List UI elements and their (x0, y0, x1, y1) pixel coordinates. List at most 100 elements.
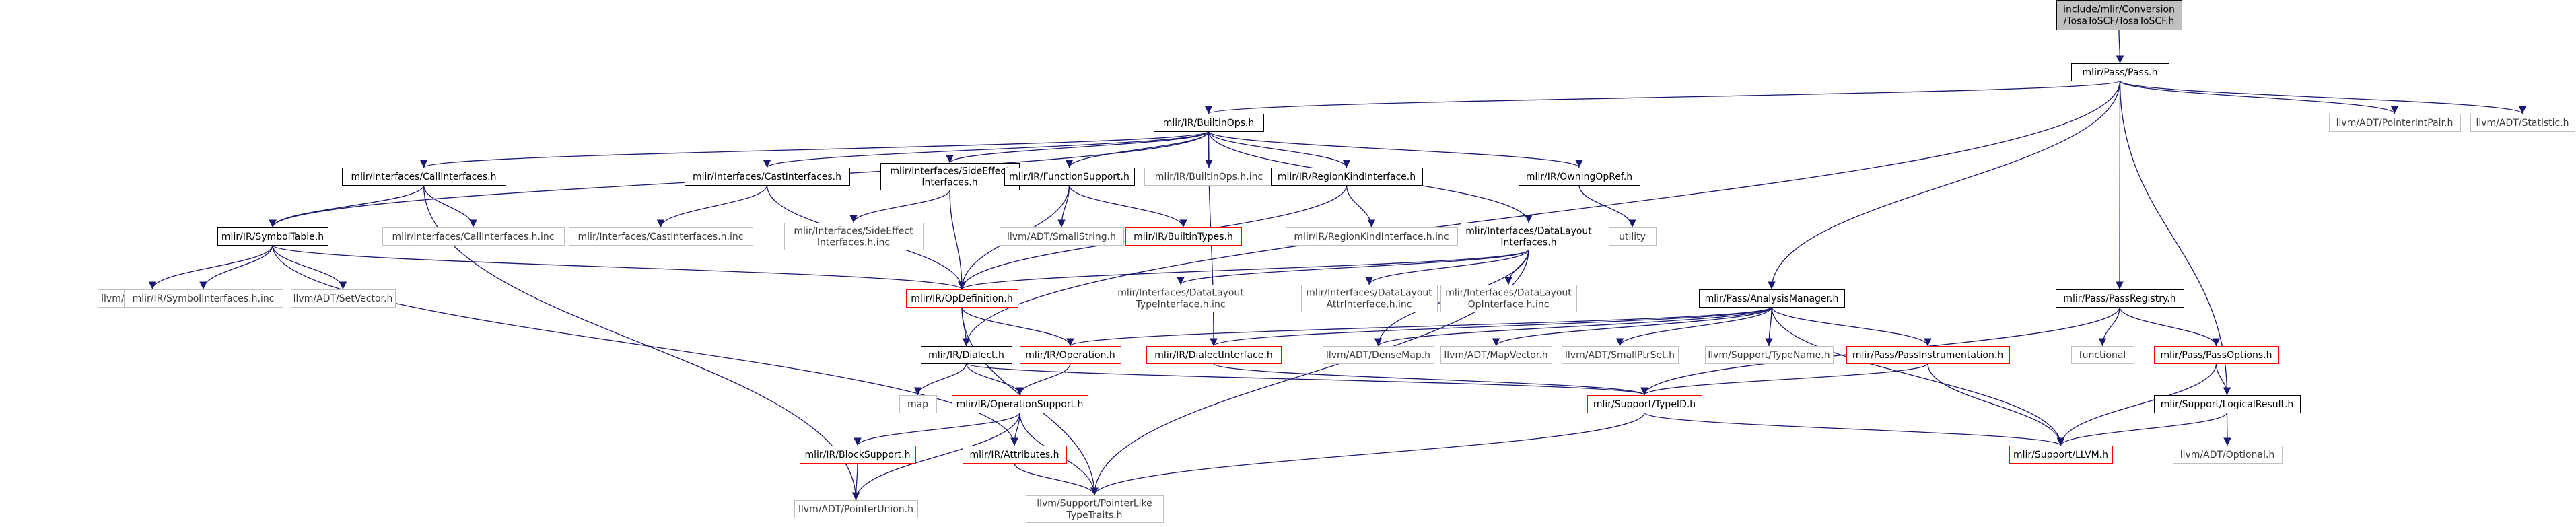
edge-analysismanager-to-operation (1066, 306, 1772, 347)
edge-functionsupport-to-smallstring (1057, 184, 1070, 228)
node-regionkind[interactable]: mlir/IR/RegionKindInterface.h (1271, 168, 1423, 186)
node-symboltable[interactable]: mlir/IR/SymbolTable.h (217, 227, 328, 246)
node-box (1440, 285, 1577, 312)
node-attributes[interactable]: mlir/IR/Attributes.h (963, 446, 1067, 464)
node-callinc[interactable]: mlir/Interfaces/CallInterfaces.h.inc (382, 227, 565, 246)
node-pointerunion[interactable]: llvm/ADT/PointerUnion.h (794, 500, 918, 518)
node-functionsupport[interactable]: mlir/IR/FunctionSupport.h (1004, 168, 1135, 186)
node-box (1026, 495, 1164, 523)
node-dlopinc[interactable]: mlir/Interfaces/DataLayoutOpInterface.h.… (1440, 285, 1577, 312)
edge-analysismanager-to-llvmh (1771, 306, 2065, 446)
edge-typeid-to-llvmh (1644, 412, 2065, 446)
node-pointerintpair[interactable]: llvm/ADT/PointerIntPair.h (2329, 114, 2461, 132)
node-box (1125, 227, 1242, 246)
node-opdefinition[interactable]: mlir/IR/OpDefinition.h (906, 289, 1018, 308)
node-operationsupport[interactable]: mlir/IR/OperationSupport.h (952, 395, 1088, 413)
node-builtinops[interactable]: mlir/IR/BuiltinOps.h (1154, 114, 1264, 132)
edge-passinstrumentation-to-typeid (1640, 363, 1928, 396)
node-box (2154, 346, 2279, 364)
node-label: mlir/IR/BuiltinTypes.h (1134, 232, 1233, 242)
edge-analysismanager-to-smallptrset (1615, 306, 1772, 347)
edge-symboltable-to-setvector (272, 244, 347, 290)
node-label: mlir/Pass/PassRegistry.h (2063, 293, 2175, 304)
node-label: mlir/IR/BlockSupport.h (805, 450, 911, 460)
node-box (685, 168, 850, 186)
node-optional[interactable]: llvm/ADT/Optional.h (2173, 446, 2283, 464)
node-passregistry[interactable]: mlir/Pass/PassRegistry.h (2056, 289, 2184, 308)
node-label: mlir/IR/Attributes.h (970, 450, 1059, 460)
node-dltypeinc[interactable]: mlir/Interfaces/DataLayoutTypeInterface.… (1113, 285, 1249, 312)
node-castinterfaces[interactable]: mlir/Interfaces/CastInterfaces.h (685, 168, 850, 186)
edge-analysismanager-to-typename (1765, 306, 1773, 347)
node-utility[interactable]: utility (1609, 227, 1657, 246)
node-label: mlir/Interfaces/CastInterfaces.h (693, 172, 841, 182)
node-box (1846, 346, 2010, 364)
node-label: llvm/ADT/Optional.h (2180, 450, 2275, 460)
node-builtintypes[interactable]: mlir/IR/BuiltinTypes.h (1125, 227, 1242, 246)
node-llvmh[interactable]: mlir/Support/LLVM.h (2009, 446, 2113, 464)
node-label: llvm/ADT/SmallString.h (1007, 232, 1116, 242)
node-logicalresult[interactable]: mlir/Support/LogicalResult.h (2154, 395, 2301, 413)
node-densemap[interactable]: llvm/ADT/DenseMap.h (1323, 346, 1434, 364)
node-label: OpInterface.h.inc (1468, 300, 1550, 310)
node-label: mlir/IR/SymbolTable.h (221, 232, 324, 242)
node-sideeffectinc[interactable]: mlir/Interfaces/SideEffectInterfaces.h.i… (784, 223, 924, 250)
edge-symboltable-to-symbolinc (199, 244, 273, 290)
node-regionkindinc[interactable]: mlir/IR/RegionKindInterface.h.inc (1286, 227, 1458, 246)
node-builtinopsinc[interactable]: mlir/IR/BuiltinOps.h.inc (1144, 168, 1274, 186)
node-castinc[interactable]: mlir/Interfaces/CastInterfaces.h.inc (569, 227, 753, 246)
edge-regionkind-to-regionkindinc (1346, 184, 1376, 228)
edge-callinterfaces-to-symboltable (269, 184, 425, 228)
node-box (1562, 346, 1679, 364)
node-passinstrumentation[interactable]: mlir/Pass/PassInstrumentation.h (1846, 346, 2010, 364)
node-passpass[interactable]: mlir/Pass/Pass.h (2071, 63, 2169, 81)
node-analysismanager[interactable]: mlir/Pass/AnalysisManager.h (1699, 289, 1845, 308)
node-setvector[interactable]: llvm/ADT/SetVector.h (291, 289, 396, 308)
node-label: mlir/IR/DialectInterface.h (1154, 350, 1272, 361)
node-blocksupport[interactable]: mlir/IR/BlockSupport.h (800, 446, 916, 464)
node-label: mlir/IR/FunctionSupport.h (1009, 172, 1129, 182)
node-dialect[interactable]: mlir/IR/Dialect.h (921, 346, 1012, 364)
node-symbolinc[interactable]: mlir/IR/SymbolInterfaces.h.inc (124, 289, 283, 308)
node-box (2154, 395, 2301, 413)
node-label: include/mlir/Conversion (2063, 5, 2175, 15)
node-label: mlir/Pass/PassInstrumentation.h (1852, 350, 2003, 361)
node-box (1113, 285, 1249, 312)
node-label: llvm/Support/TypeName.h (1708, 350, 1830, 361)
node-smallptrset[interactable]: llvm/ADT/SmallPtrSet.h (1562, 346, 1679, 364)
node-box (1461, 223, 1597, 250)
edge-passinstrumentation-to-llvmh (1927, 363, 2065, 446)
node-mapvector[interactable]: llvm/ADT/MapVector.h (1440, 346, 1552, 364)
node-passoptions[interactable]: mlir/Pass/PassOptions.h (2154, 346, 2279, 364)
node-box (1323, 346, 1434, 364)
node-box (800, 446, 916, 464)
node-box (2071, 63, 2169, 81)
edges-layer (148, 29, 2527, 501)
node-callinterfaces[interactable]: mlir/Interfaces/CallInterfaces.h (342, 168, 506, 186)
node-map[interactable]: map (899, 395, 937, 413)
node-operation[interactable]: mlir/IR/Operation.h (1020, 346, 1121, 364)
edge-blocksupport-to-pointerunion (851, 462, 860, 501)
node-typeid[interactable]: mlir/Support/TypeID.h (1587, 395, 1702, 413)
node-smallstring[interactable]: llvm/ADT/SmallString.h (1000, 227, 1124, 246)
edge-datalayout-to-dlattrinc (1365, 249, 1529, 285)
node-owningopref[interactable]: mlir/IR/OwningOpRef.h (1519, 168, 1640, 186)
nodes-layer: include/mlir/Conversion/TosaToSCF/TosaTo… (98, 0, 2575, 523)
node-dlattrinc[interactable]: mlir/Interfaces/DataLayoutAttrInterface.… (1301, 285, 1438, 312)
node-box (899, 395, 937, 413)
node-label: llvm/ADT/SmallPtrSet.h (1565, 350, 1675, 361)
node-statistic[interactable]: llvm/ADT/Statistic.h (2470, 114, 2575, 132)
node-label: mlir/IR/OwningOpRef.h (1526, 172, 1632, 182)
node-label: mlir/Support/LLVM.h (2013, 450, 2108, 460)
edge-builtinops-to-owningopref (1208, 131, 1583, 168)
node-box (1004, 168, 1135, 186)
node-root[interactable]: include/mlir/Conversion/TosaToSCF/TosaTo… (2056, 0, 2182, 30)
node-label: mlir/Support/TypeID.h (1593, 399, 1696, 410)
node-box (1154, 114, 1264, 132)
node-typename[interactable]: llvm/Support/TypeName.h (1705, 346, 1834, 364)
node-functional[interactable]: functional (2071, 346, 2134, 364)
node-dialectinterface[interactable]: mlir/IR/DialectInterface.h (1146, 346, 1282, 364)
